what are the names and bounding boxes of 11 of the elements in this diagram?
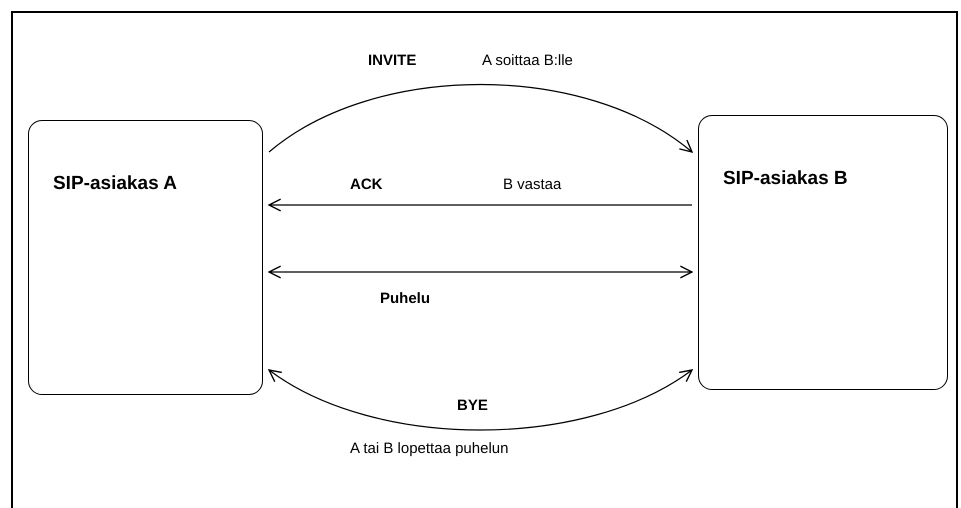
- arrow: [268, 84, 693, 153]
- client-box: [698, 115, 948, 390]
- arrow: [268, 198, 692, 212]
- arrow: [268, 265, 693, 279]
- note-text: A soittaa B:lle: [482, 52, 573, 70]
- note-text: A tai B lopettaa puhelun: [350, 440, 508, 458]
- note-text: B vastaa: [503, 176, 562, 194]
- client-box: [28, 120, 263, 395]
- arrow: [268, 369, 693, 430]
- box-title: SIP-asiakas A: [53, 173, 178, 195]
- box-title: SIP-asiakas B: [723, 168, 849, 190]
